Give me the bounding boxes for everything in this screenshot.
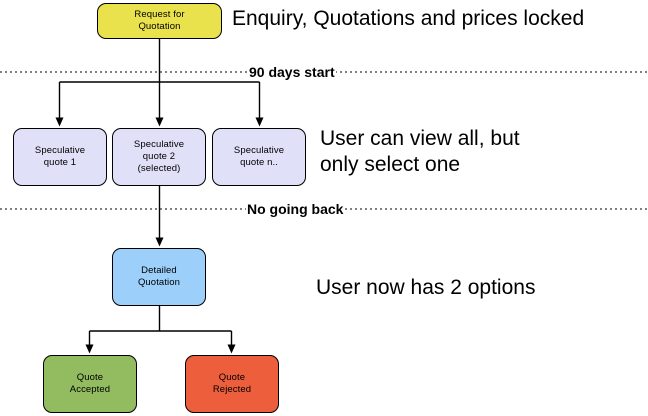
edge-request-to-speculative [55,39,264,127]
node-label-line2: Accepted [69,384,111,395]
divider-label-90-days: 90 days start [248,64,336,80]
node-speculative-quote-n[interactable]: Speculative quote n.. [212,128,306,186]
annotation-enquiry: Enquiry, Quotations and prices locked [232,7,585,30]
node-label-line2: Rejected [212,384,252,395]
node-label-line1: Speculative [233,145,285,156]
node-label-line2: quote n.. [240,157,278,168]
annotation-user-can-view: User can view all, but only select one [320,127,520,176]
node-detailed-quotation[interactable]: Detailed Quotation [112,248,206,306]
node-label-line1: Speculative [34,145,86,156]
node-request-for-quotation[interactable]: Request for Quotation [97,3,222,39]
node-quote-accepted[interactable]: Quote Accepted [43,355,137,413]
node-quote-rejected[interactable]: Quote Rejected [185,355,279,413]
node-label-line2: quote 1 [43,157,77,168]
node-label-line2: Quotation [138,21,181,32]
node-label-line1: Detailed [141,265,177,276]
node-label-line3: (selected) [137,163,181,174]
node-speculative-quote-2[interactable]: Speculative quote 2 (selected) [112,128,206,186]
node-speculative-quote-1[interactable]: Speculative quote 1 [13,128,107,186]
node-label-line1: Request for [134,9,185,20]
divider-label-no-going-back: No going back [246,201,345,217]
node-label-line1: Quote [76,372,104,383]
node-label-line2: Quotation [137,277,181,288]
node-label-line1: Speculative [133,139,185,150]
node-label-line2: quote 2 [142,151,176,162]
edge-detailed-to-outcomes [85,306,236,354]
annotation-two-options: User now has 2 options [316,276,536,299]
node-label-line1: Quote [218,372,246,383]
